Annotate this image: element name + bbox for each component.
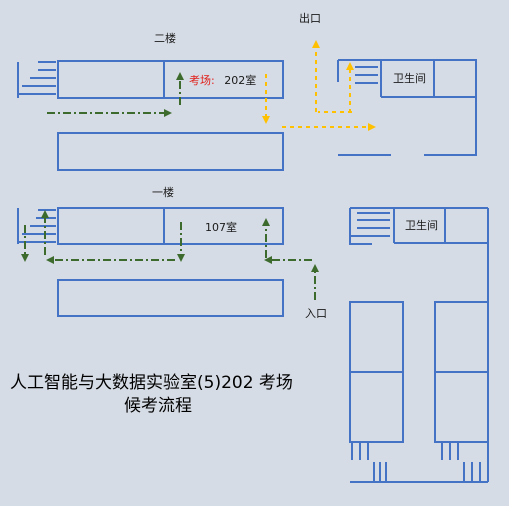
floor2-right-building xyxy=(337,59,477,156)
floor2-room-block-lower xyxy=(57,132,284,171)
exit-label: 出口 xyxy=(299,12,321,25)
floor1-room-block-upper xyxy=(57,207,284,245)
exam-room-label: 考场: 202室 xyxy=(189,72,256,88)
floor1-room-block-lower xyxy=(57,279,284,317)
diagram-title-line1: 人工智能与大数据实验室(5)202 考场 xyxy=(10,373,293,393)
exam-room-prefix: 考场: xyxy=(189,74,215,87)
floor1-stairs-left xyxy=(17,208,56,244)
floor2-stairs-left xyxy=(17,61,56,98)
diagram-title-line2: 候考流程 xyxy=(124,396,192,416)
floor1-restroom-label: 卫生间 xyxy=(405,219,438,232)
floor2-room-block-upper xyxy=(57,60,284,99)
floor2-label: 二楼 xyxy=(154,32,176,45)
floor1-label: 一楼 xyxy=(152,186,174,199)
entrance-label: 入口 xyxy=(305,307,327,320)
exam-room-number: 202室 xyxy=(224,74,257,87)
floor2-restroom-label: 卫生间 xyxy=(393,72,426,85)
floor1-right-building xyxy=(349,207,489,483)
floor1-room-number: 107室 xyxy=(205,221,237,234)
